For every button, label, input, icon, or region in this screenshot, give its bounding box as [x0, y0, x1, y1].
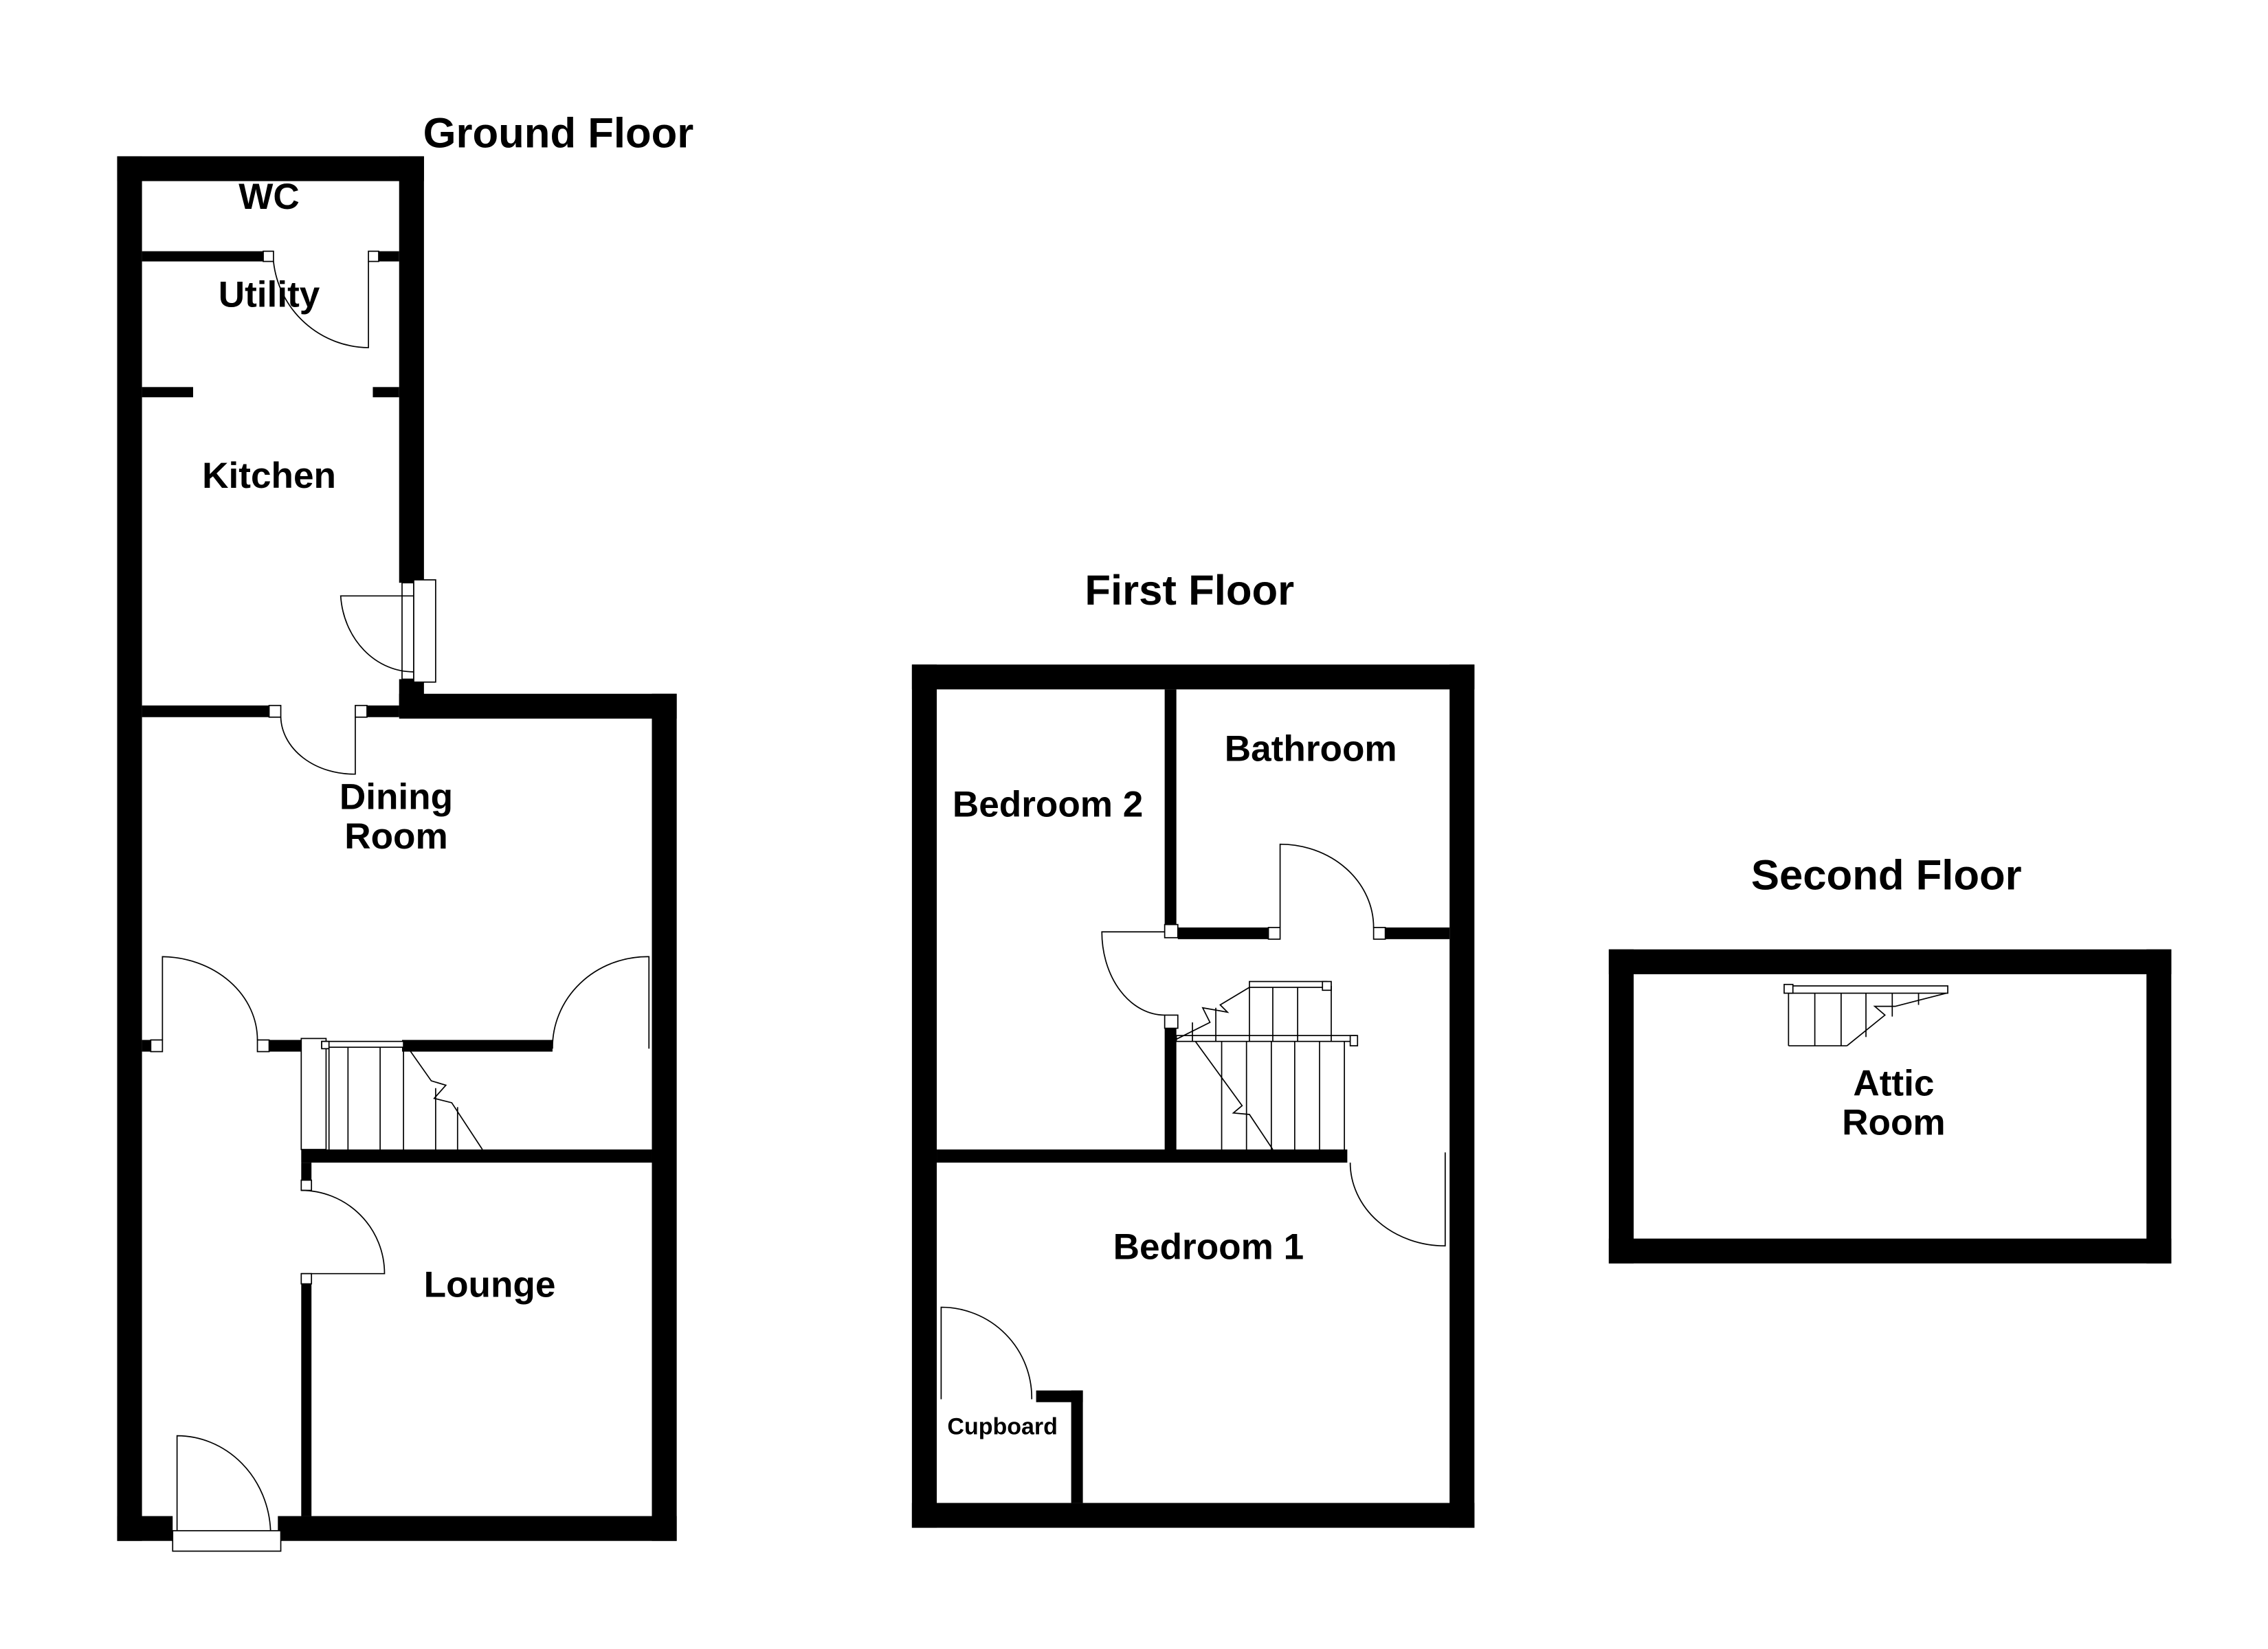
door-swing [940, 1306, 1033, 1400]
room-label-bathroom: Bathroom [1225, 729, 1397, 770]
door-frame [172, 1529, 282, 1552]
wall [366, 705, 399, 717]
wall [1608, 949, 2172, 974]
room-label-wc: WC [238, 177, 300, 217]
door-swing [280, 717, 356, 775]
door-jamb [1267, 927, 1281, 940]
wall [142, 1040, 151, 1052]
wall [142, 251, 264, 262]
wall [1449, 664, 1475, 1528]
door-swing [176, 1435, 271, 1531]
wall [1036, 1390, 1083, 1402]
wall [2146, 949, 2172, 1264]
wall [937, 1149, 1348, 1163]
door-swing [1101, 931, 1165, 1016]
room-label-kitchen: Kitchen [202, 456, 336, 496]
room-label-bedroom-2: Bedroom 2 [953, 784, 1143, 824]
door-jamb [1164, 923, 1179, 939]
door-swing [1349, 1152, 1446, 1247]
room-label-utility: Utility [219, 274, 320, 315]
room-label-dining-room: Room [344, 816, 448, 857]
staircase [1783, 983, 1948, 1046]
room-label-lounge: Lounge [424, 1265, 556, 1305]
door-jamb [1164, 1014, 1179, 1029]
wall [117, 1516, 173, 1541]
wall [911, 664, 937, 1528]
staircase [300, 1037, 483, 1150]
door-swing [273, 261, 369, 348]
wall [401, 1040, 553, 1052]
ground-floor-title: Ground Floor [423, 110, 694, 157]
wall [117, 156, 424, 181]
room-label-cupboard: Cupboard [947, 1414, 1058, 1440]
door-jamb [355, 704, 368, 718]
wall [1385, 927, 1450, 939]
wall [1164, 1028, 1177, 1160]
wall [911, 664, 1475, 690]
wall [378, 251, 399, 262]
door-jamb [268, 704, 282, 718]
room-label-bedroom-1: Bedroom 1 [1113, 1226, 1304, 1267]
wall [301, 1163, 312, 1180]
wall [269, 1040, 302, 1052]
staircase [1171, 980, 1359, 1150]
door-jamb [300, 1272, 313, 1285]
wall [399, 693, 677, 719]
wall [1164, 689, 1177, 925]
wall [1177, 927, 1269, 939]
wall [301, 1149, 652, 1163]
wall [1071, 1390, 1083, 1503]
first-floor: First Floor [911, 567, 1475, 1528]
door-swing [340, 595, 414, 673]
wall [652, 693, 677, 1541]
second-floor-title: Second Floor [1751, 852, 2022, 899]
wall [399, 156, 424, 583]
wall [1608, 1238, 2172, 1264]
door-frame [413, 579, 436, 683]
door-swing [301, 1189, 386, 1275]
wall [278, 1516, 677, 1541]
wall [1608, 949, 1634, 1264]
wall [117, 156, 142, 1541]
door-jamb [150, 1039, 164, 1053]
door-swing [162, 956, 258, 1040]
door-swing [552, 956, 650, 1049]
door-jamb [1372, 927, 1386, 940]
ground-floor: Ground Floor [117, 110, 694, 1552]
door-frame [401, 582, 414, 680]
door-swing [1279, 843, 1375, 928]
wall [301, 1283, 312, 1516]
door-jamb [368, 250, 379, 262]
wall [373, 387, 399, 398]
door-jamb [263, 250, 274, 262]
room-label-attic-room: Room [1842, 1103, 1946, 1143]
room-label-dining: Dining [340, 777, 453, 818]
door-jamb [300, 1179, 313, 1191]
wall [911, 1503, 1475, 1528]
first-floor-title: First Floor [1085, 567, 1294, 614]
wall [142, 705, 271, 717]
room-label-attic: Attic [1853, 1063, 1934, 1103]
second-floor: Second Floor Attic Room [1608, 852, 2172, 1264]
door-jamb [256, 1039, 270, 1053]
wall [142, 387, 194, 398]
